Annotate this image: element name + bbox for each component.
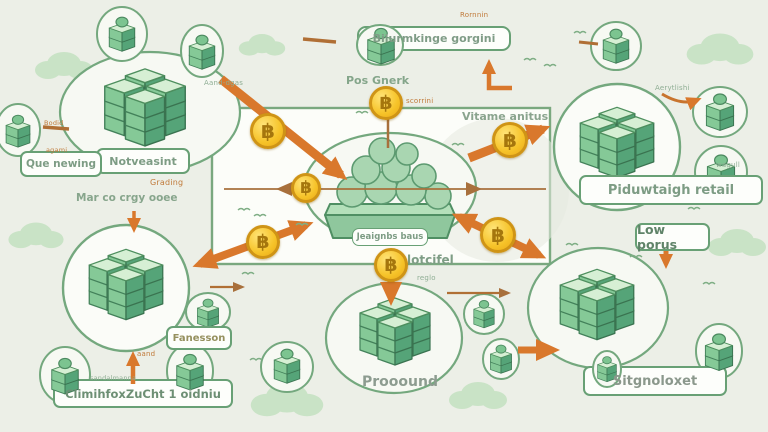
cloud-icon (35, 52, 93, 79)
fanesson-box: Fanesson (166, 326, 232, 350)
bird-squiggle-icon (295, 222, 309, 226)
cloud-icon (238, 34, 286, 56)
bird-squiggle-icon (629, 254, 643, 258)
cube-tower-icon (706, 154, 736, 192)
cube-stacks (5, 16, 736, 395)
wagull-annotation: wagull (716, 161, 740, 169)
reglo-annotation: reglo (417, 274, 436, 282)
banner-annotation: Rornnin (460, 11, 489, 19)
cube-tower-icon (602, 28, 630, 64)
aand-dgas-annotation: Aand-dgas (204, 79, 244, 87)
notveasint-box (96, 148, 190, 174)
bodid-annotation: Bodid (44, 119, 64, 127)
cube-tower-icon (597, 356, 617, 382)
cloud-icon (686, 33, 754, 65)
pos-gnerk-label: Pos Gnerk (346, 74, 410, 87)
cube-tower-icon (273, 348, 301, 384)
lotcifel-label: lotcifel (407, 253, 454, 267)
cloud-icon (449, 382, 507, 409)
bird-squiggle-icon (451, 142, 465, 146)
cube-tower-icon (176, 353, 204, 391)
cube-tower-icon (197, 298, 219, 328)
bitcoin-coin-icon: ฿ (492, 122, 528, 158)
bird-squiggle-icon (573, 30, 587, 34)
low-porus-box: Low porus (635, 222, 710, 252)
que-newing-box: Que newing (20, 151, 102, 177)
cube-tower-icon (108, 16, 136, 52)
bird-squiggle-icon (543, 63, 557, 67)
sandalmanna-annotation: sandalmanna (90, 374, 137, 382)
aerytlishi-annotation: Aerytlishi (655, 84, 690, 92)
bitcoin-coin-icon: ฿ (374, 248, 408, 282)
thin-arrowhead-left (276, 182, 292, 196)
bitcoin-coin-icon: ฿ (250, 113, 286, 149)
bird-squiggles (237, 30, 716, 361)
bitcoin-coin-icon: ฿ (369, 86, 403, 120)
cube-tower-icon (705, 93, 735, 131)
bitcoin-coin-icon: ฿ (246, 225, 280, 259)
brown-dash-top (302, 37, 337, 44)
cube-tower-icon (490, 344, 512, 374)
cloud-icon (8, 222, 64, 249)
vitame-label: Vitame anitus (462, 110, 549, 123)
piduwtaigh-box: Piduwtaigh retail (579, 175, 763, 205)
bird-squiggle-icon (523, 57, 537, 61)
bitcoin-coin-icon: ฿ (291, 173, 321, 203)
cube-tower-icon (51, 357, 79, 395)
grading-annotation: Grading (150, 178, 184, 187)
arrow-panel-to-banner (482, 59, 512, 91)
brown-dash-left (42, 125, 70, 131)
thin-arrowhead-right (466, 182, 482, 196)
bird-squiggle-icon (355, 110, 369, 114)
cube-tower-icon (367, 27, 395, 65)
cube-tower-icon (473, 300, 495, 329)
cube-tower-icon (5, 114, 31, 148)
bird-squiggle-icon (249, 357, 263, 361)
agami-annotation: agami (46, 146, 68, 154)
mar-co-label: Mar co crgy ooee (76, 192, 178, 204)
bitcoin-coin-icon: ฿ (480, 217, 516, 253)
bird-squiggle-icon (702, 281, 716, 285)
climihfox-box (53, 379, 233, 408)
bird-squiggle-icon (687, 206, 701, 210)
bird-squiggle-icon (241, 271, 255, 275)
arrow-aerytlishi-curve (661, 92, 702, 111)
cube-tower-icon (188, 34, 216, 70)
aand-annotation: aand (137, 350, 156, 358)
cube-tower-icon (704, 333, 734, 371)
brown-dash-topright (578, 40, 599, 46)
prooound-label: Prooound (362, 374, 438, 390)
jeaignbs-caption-box: Jeaignbs baus (352, 228, 428, 246)
scorrini-annotation: scorrini (406, 97, 434, 105)
bird-squiggle-icon (253, 213, 267, 217)
cloud-icon (708, 229, 766, 256)
green-mound-icon (324, 137, 456, 239)
bird-squiggle-icon (237, 207, 251, 211)
bird-squiggle-icon (565, 242, 579, 246)
